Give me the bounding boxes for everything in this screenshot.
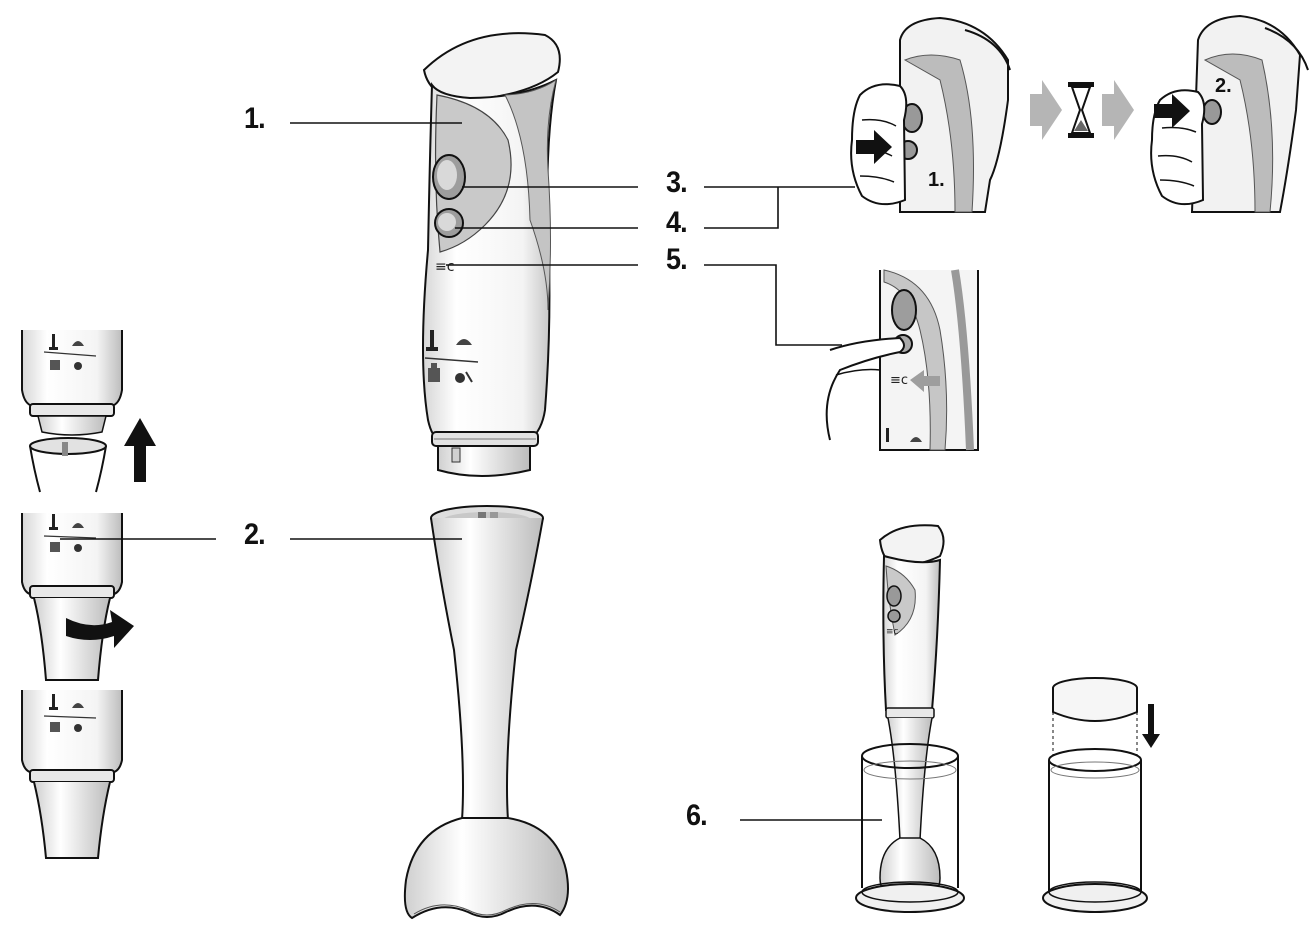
leader-lines <box>60 122 882 821</box>
arrow-turn-icon <box>66 610 134 648</box>
step-label-2: 2. <box>1215 75 1232 97</box>
gray-arrow-icon <box>1030 80 1062 140</box>
press-sequence-1 <box>850 16 1011 213</box>
press-sequence-2 <box>1150 14 1309 213</box>
step-label-1: 1. <box>928 169 945 191</box>
blender-shaft <box>403 505 569 920</box>
svg-text:≡c: ≡c <box>435 259 454 275</box>
label-3: 3. <box>666 166 688 199</box>
arrow-down-icon <box>1142 704 1160 748</box>
speed-icons <box>424 330 479 383</box>
label-6: 6. <box>686 799 708 832</box>
attach-sequence <box>21 330 156 859</box>
press-arrow-icon-2 <box>1154 94 1190 128</box>
gray-arrow-icon-2 <box>1102 80 1134 140</box>
label-1: 1. <box>244 102 266 135</box>
hourglass-icon <box>1068 82 1094 138</box>
label-5: 5. <box>666 243 688 276</box>
wait-sequence <box>1030 80 1134 140</box>
blender-in-beaker: ≡c <box>855 524 965 913</box>
beaker-with-lid <box>1042 677 1160 913</box>
press-arrow-icon <box>856 130 892 164</box>
gray-pointer-arrow-icon <box>910 370 940 392</box>
svg-text:≡c: ≡c <box>890 373 908 388</box>
label-4: 4. <box>666 206 688 239</box>
turbo-press-detail: ≡c <box>825 269 979 451</box>
arrow-up-icon <box>124 418 156 482</box>
label-2: 2. <box>244 518 266 551</box>
blender-motor-unit: ≡c <box>422 32 561 477</box>
svg-text:≡c: ≡c <box>886 627 899 637</box>
